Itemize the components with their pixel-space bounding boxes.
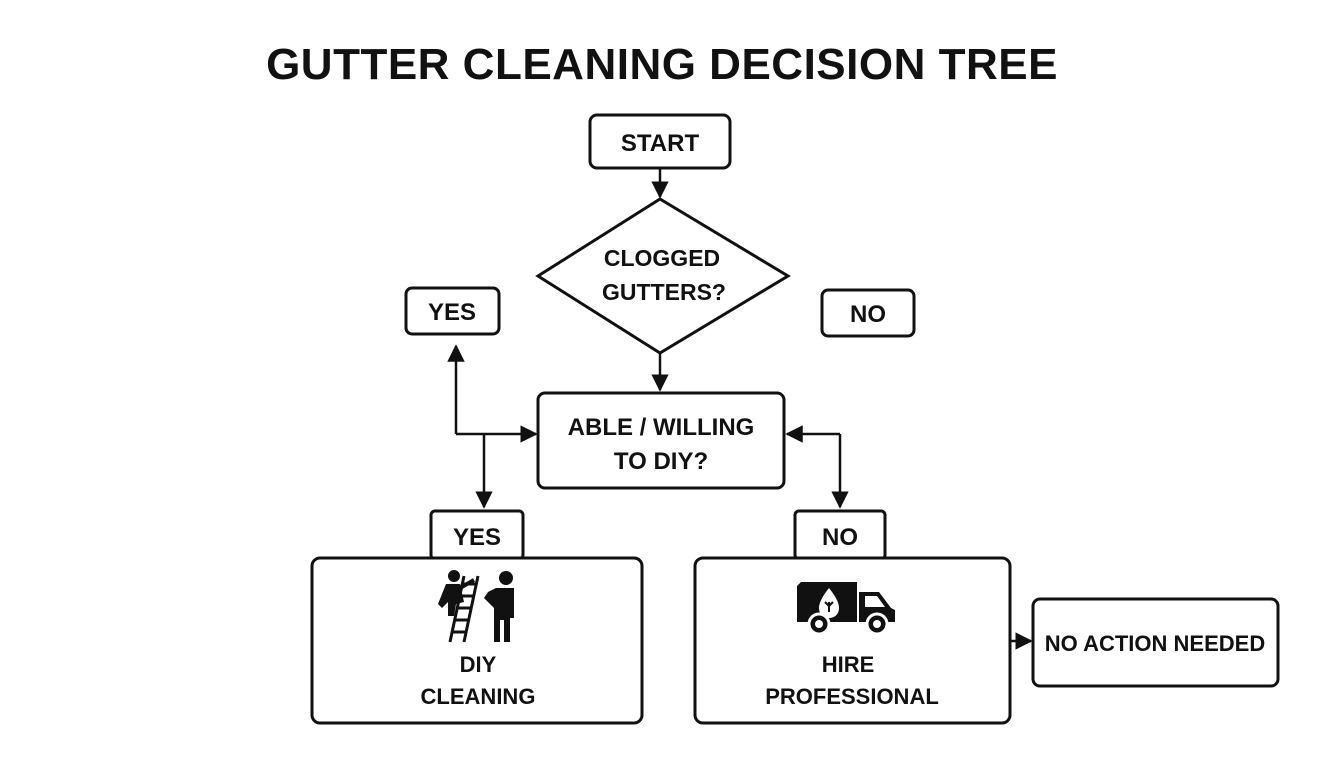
no-bottom-label: NO — [822, 524, 858, 551]
diy-label-line1: DIY — [460, 652, 497, 677]
hire-label-line1: HIRE — [822, 652, 875, 677]
clogged-label-line1: CLOGGED — [604, 245, 720, 271]
diy-cleaning-node: DIY CLEANING — [310, 556, 644, 725]
able-willing-decision: ABLE / WILLING TO DIY? — [536, 391, 786, 490]
no-bottom-node: NO — [793, 509, 887, 561]
start-node: START — [588, 113, 732, 170]
start-label: START — [621, 130, 700, 157]
hire-label-line2: PROFESSIONAL — [765, 684, 939, 709]
yes-bottom-node: YES — [429, 509, 525, 561]
diagram-title: GUTTER CLEANING DECISION TREE — [266, 40, 1058, 89]
connectors — [447, 168, 1033, 650]
able-label-line2: TO DIY? — [614, 448, 708, 475]
yes-top-label: YES — [428, 299, 476, 326]
service-van-icon — [797, 582, 895, 636]
clogged-gutters-decision: CLOGGED GUTTERS? — [535, 197, 791, 355]
no-action-label: NO ACTION NEEDED — [1045, 631, 1265, 656]
no-top-label: NO — [850, 301, 886, 328]
yes-top-node: YES — [404, 286, 501, 336]
ladder-people-icon — [438, 570, 514, 643]
no-action-needed-node: NO ACTION NEEDED — [1031, 597, 1280, 688]
able-label-line1: ABLE / WILLING — [568, 414, 755, 441]
clogged-label-line2: GUTTERS? — [602, 279, 726, 305]
no-top-node: NO — [820, 288, 916, 338]
hire-professional-node: HIRE PROFESSIONAL — [693, 556, 1012, 725]
yes-bottom-label: YES — [453, 524, 501, 551]
diy-label-line2: CLEANING — [421, 684, 536, 709]
